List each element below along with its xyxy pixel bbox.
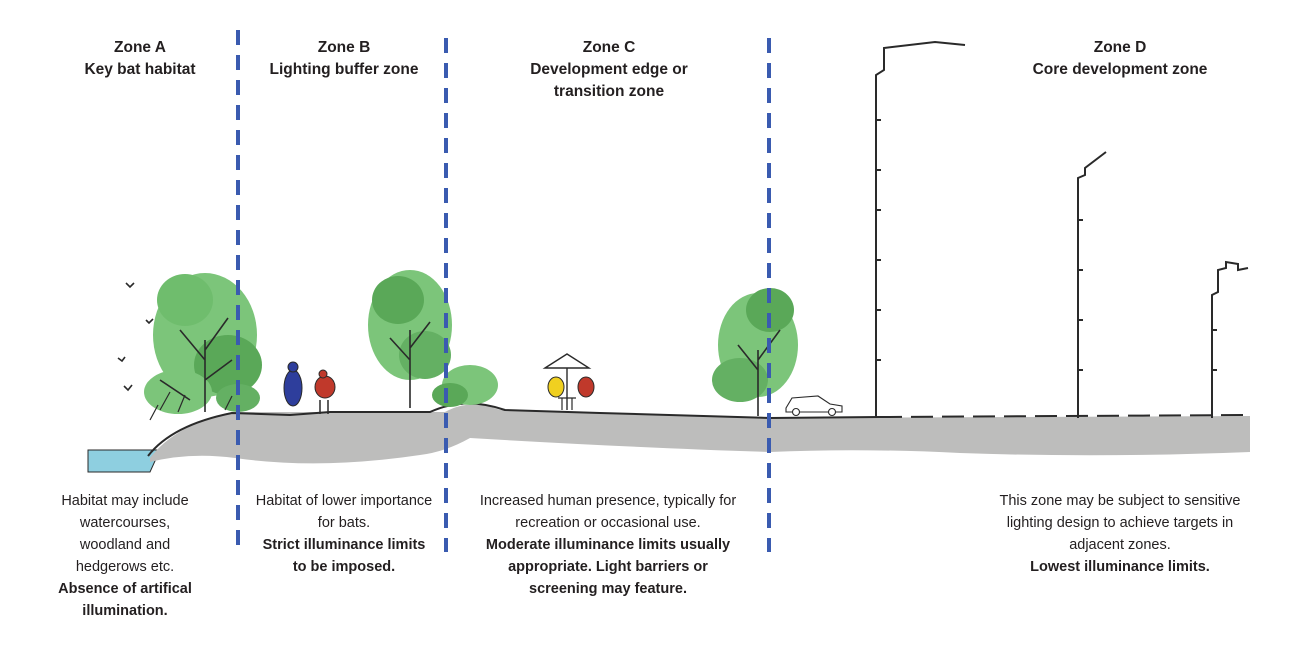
zone-d-desc-line: adjacent zones.	[1069, 537, 1171, 553]
watercourse	[87, 449, 161, 473]
zone-b-desc-line: Habitat of lower importance	[255, 493, 433, 509]
zone-a-desc-line: Habitat may include	[61, 493, 189, 509]
zone-d-description: This zone may be subject to sensitive li…	[960, 490, 1280, 578]
zone-c-emphasis-line: screening may feature.	[529, 581, 687, 597]
zone-d-emphasis-line: Lowest illuminance limits.	[1030, 559, 1210, 575]
zone-c-edge-tree	[712, 288, 798, 416]
zone-b-emphasis-line: Strict illuminance limits	[262, 537, 426, 553]
development-buildings	[875, 40, 1249, 418]
zone-c-desc-line: Increased human presence, typically for	[479, 493, 737, 509]
zone-a-trees	[144, 273, 262, 421]
parked-car	[785, 395, 843, 417]
zone-c-emphasis-line: appropriate. Light barriers or	[508, 559, 708, 575]
zone-a-desc-line: hedgerows etc.	[75, 559, 175, 575]
zone-a-heading: Zone A Key bat habitat	[40, 37, 240, 81]
zone-a-emphasis-line: Absence of artifical	[58, 581, 192, 597]
zone-d-name: Zone D	[1093, 39, 1147, 56]
zone-c-desc-line: recreation or occasional use.	[515, 515, 701, 531]
zone-d-heading: Zone D Core development zone	[1020, 37, 1220, 81]
zone-a-desc-line: watercourses,	[79, 515, 171, 531]
zone-a-title: Key bat habitat	[84, 61, 196, 78]
zone-b-people	[283, 361, 336, 414]
zone-d-title: Core development zone	[1032, 61, 1208, 78]
zone-b-emphasis-line: to be imposed.	[292, 559, 396, 575]
zone-a-description: Habitat may include watercourses, woodla…	[20, 490, 230, 622]
zone-c-cafe-seating	[542, 353, 595, 410]
zone-b-heading: Zone B Lighting buffer zone	[244, 37, 444, 81]
zone-a-desc-line: woodland and	[79, 537, 171, 553]
zone-c-emphasis-line: Moderate illuminance limits usually	[485, 537, 731, 553]
zone-c-description: Increased human presence, typically for …	[452, 490, 764, 600]
zone-b-title: Lighting buffer zone	[269, 61, 419, 78]
zone-a-name: Zone A	[114, 39, 166, 56]
zone-c-heading: Zone C Development edge or transition zo…	[504, 37, 714, 103]
zone-b-name: Zone B	[317, 39, 371, 56]
zone-c-title-line-2: transition zone	[553, 83, 665, 100]
zone-b-tree	[368, 270, 498, 408]
zone-d-desc-line: This zone may be subject to sensitive	[999, 493, 1241, 509]
zone-c-title-line-1: Development edge or	[530, 61, 688, 78]
zone-c-name: Zone C	[582, 39, 636, 56]
flying-bat-marks	[117, 282, 154, 392]
zone-a-emphasis-line: illumination.	[82, 603, 168, 619]
zone-b-description: Habitat of lower importance for bats. St…	[240, 490, 448, 578]
zone-d-desc-line: lighting design to achieve targets in	[1006, 515, 1234, 531]
ground-section	[150, 404, 1250, 464]
zone-b-desc-line: for bats.	[317, 515, 371, 531]
ground-surface-line	[147, 402, 881, 457]
